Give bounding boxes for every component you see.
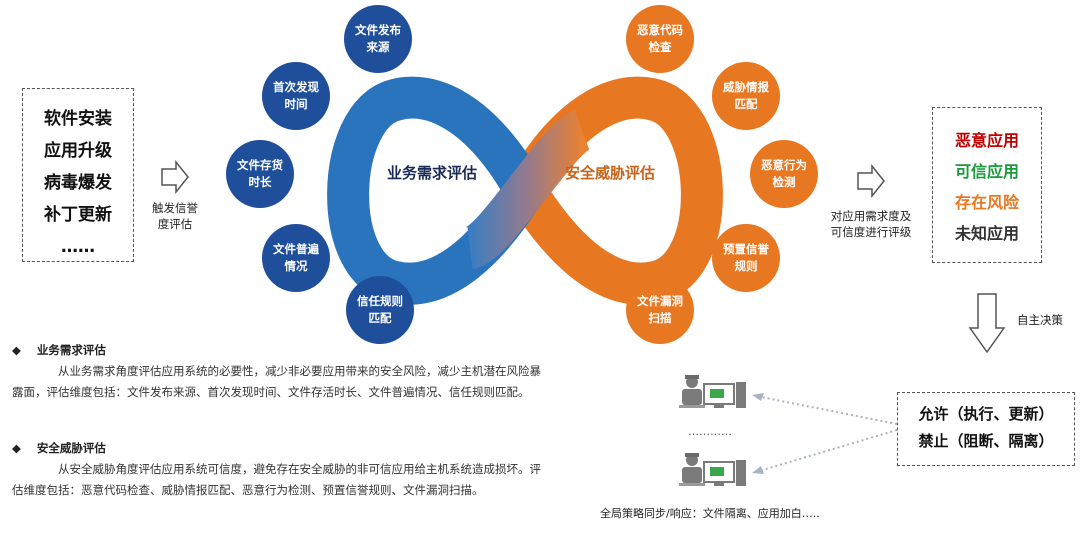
- description-heading: ◆ 业务需求评估: [12, 340, 552, 361]
- rating-malicious: 恶意应用: [954, 131, 1019, 150]
- sync-caption: 全局策略同步/响应：文件隔离、应用加白…..: [600, 507, 820, 520]
- host-sync-graphic: [679, 375, 898, 486]
- bubble-line: 文件发布: [355, 23, 401, 37]
- caption-line: 对应用需求度及: [830, 209, 912, 223]
- bubble-line: 匹配: [734, 97, 758, 111]
- bubble-line: 检查: [648, 40, 672, 54]
- caption-line: 触发信誉: [152, 201, 198, 215]
- business-factor-bubble: 文件普遍情况: [262, 224, 330, 292]
- bullet-icon: ◆: [12, 343, 21, 357]
- business-description: ◆ 业务需求评估 从业务需求角度评估应用系统的必要性，减少非必要应用带来的安全风…: [12, 340, 552, 403]
- loop-right-label: 安全威胁评估: [564, 164, 655, 182]
- threat-factor-bubble: 威胁情报匹配: [712, 62, 780, 130]
- description-title: 安全威胁评估: [36, 441, 106, 455]
- trigger-item: 应用升级: [44, 141, 112, 161]
- rating-results-box: 恶意应用 可信应用 存在风险 未知应用: [932, 107, 1042, 263]
- bubble-line: 文件存货: [237, 158, 283, 172]
- infinity-loop: [327, 76, 723, 305]
- bubble-line: 时长: [248, 175, 272, 189]
- trigger-events-box: 软件安装 应用升级 病毒爆发 补丁更新 ……: [22, 88, 134, 262]
- trigger-item: ……: [61, 237, 95, 257]
- trigger-caption: 触发信誉 度评估: [140, 200, 210, 232]
- business-factor-bubble: 文件发布来源: [344, 5, 412, 73]
- bubble-line: 恶意行为: [761, 158, 807, 172]
- caption-line: 可信度进行评级: [830, 225, 912, 239]
- business-factor-bubble: 首次发现时间: [262, 62, 330, 130]
- bullet-icon: ◆: [12, 441, 21, 455]
- host-computer-icon: [679, 375, 746, 408]
- rating-trusted: 可信应用: [954, 162, 1019, 181]
- rating-unknown: 未知应用: [954, 224, 1019, 243]
- right-arrow-icon: [857, 164, 885, 198]
- threat-description: ◆ 安全威胁评估 从安全威胁角度评估应用系统可信度，避免存在安全威胁的非可信应用…: [12, 438, 552, 501]
- decision-block: 禁止（阻断、隔离）: [918, 432, 1054, 450]
- threat-factor-bubble: 文件漏洞扫描: [626, 276, 694, 344]
- bubble-line: 检测: [772, 175, 796, 189]
- trigger-item: 病毒爆发: [44, 173, 112, 193]
- threat-factor-bubble: 恶意行为检测: [750, 140, 818, 208]
- host-computer-icon: [679, 453, 746, 486]
- trigger-item: 软件安装: [44, 109, 112, 129]
- loop-left-label: 业务需求评估: [386, 164, 477, 182]
- bubble-line: 扫描: [648, 311, 672, 325]
- bubble-line: 威胁情报: [723, 80, 769, 94]
- bubble-line: 情况: [284, 259, 308, 273]
- rating-risky: 存在风险: [954, 193, 1019, 212]
- right-arrow-icon: [161, 160, 189, 194]
- bubble-line: 时间: [284, 97, 308, 111]
- business-factor-bubble: 文件存货时长: [226, 140, 294, 208]
- decision-box: 允许（执行、更新） 禁止（阻断、隔离）: [897, 392, 1075, 466]
- bubble-line: 文件漏洞: [637, 294, 683, 308]
- down-arrow-icon: [968, 293, 1006, 354]
- description-body: 从业务需求角度评估应用系统的必要性，减少非必要应用带来的安全风险，减少主机潜在风…: [12, 364, 541, 399]
- threat-factor-bubble: 预置信誉规则: [712, 224, 780, 292]
- bubble-line: 首次发现: [273, 80, 319, 94]
- decision-allow: 允许（执行、更新）: [918, 405, 1054, 423]
- business-factor-bubble: 信任规则匹配: [346, 276, 414, 344]
- bubble-line: 恶意代码: [637, 23, 683, 37]
- description-body: 从安全威胁角度评估应用系统可信度，避免存在安全威胁的非可信应用给主机系统造成损坏…: [12, 462, 541, 497]
- evaluate-caption: 对应用需求度及 可信度进行评级: [816, 208, 926, 240]
- bubble-line: 匹配: [368, 311, 392, 325]
- caption-line: 度评估: [157, 217, 193, 231]
- bubble-line: 预置信誉: [723, 242, 769, 256]
- hosts-ellipsis: …………: [688, 425, 732, 438]
- threat-factor-bubble: 恶意代码检查: [626, 5, 694, 73]
- description-heading: ◆ 安全威胁评估: [12, 438, 552, 459]
- bubble-line: 规则: [734, 259, 758, 273]
- trigger-item: 补丁更新: [44, 205, 112, 225]
- bubble-line: 来源: [366, 40, 390, 54]
- description-title: 业务需求评估: [36, 343, 106, 357]
- autonomy-caption: 自主决策: [1017, 313, 1063, 327]
- bubble-line: 信任规则: [357, 294, 403, 308]
- bubble-line: 文件普遍: [273, 242, 319, 256]
